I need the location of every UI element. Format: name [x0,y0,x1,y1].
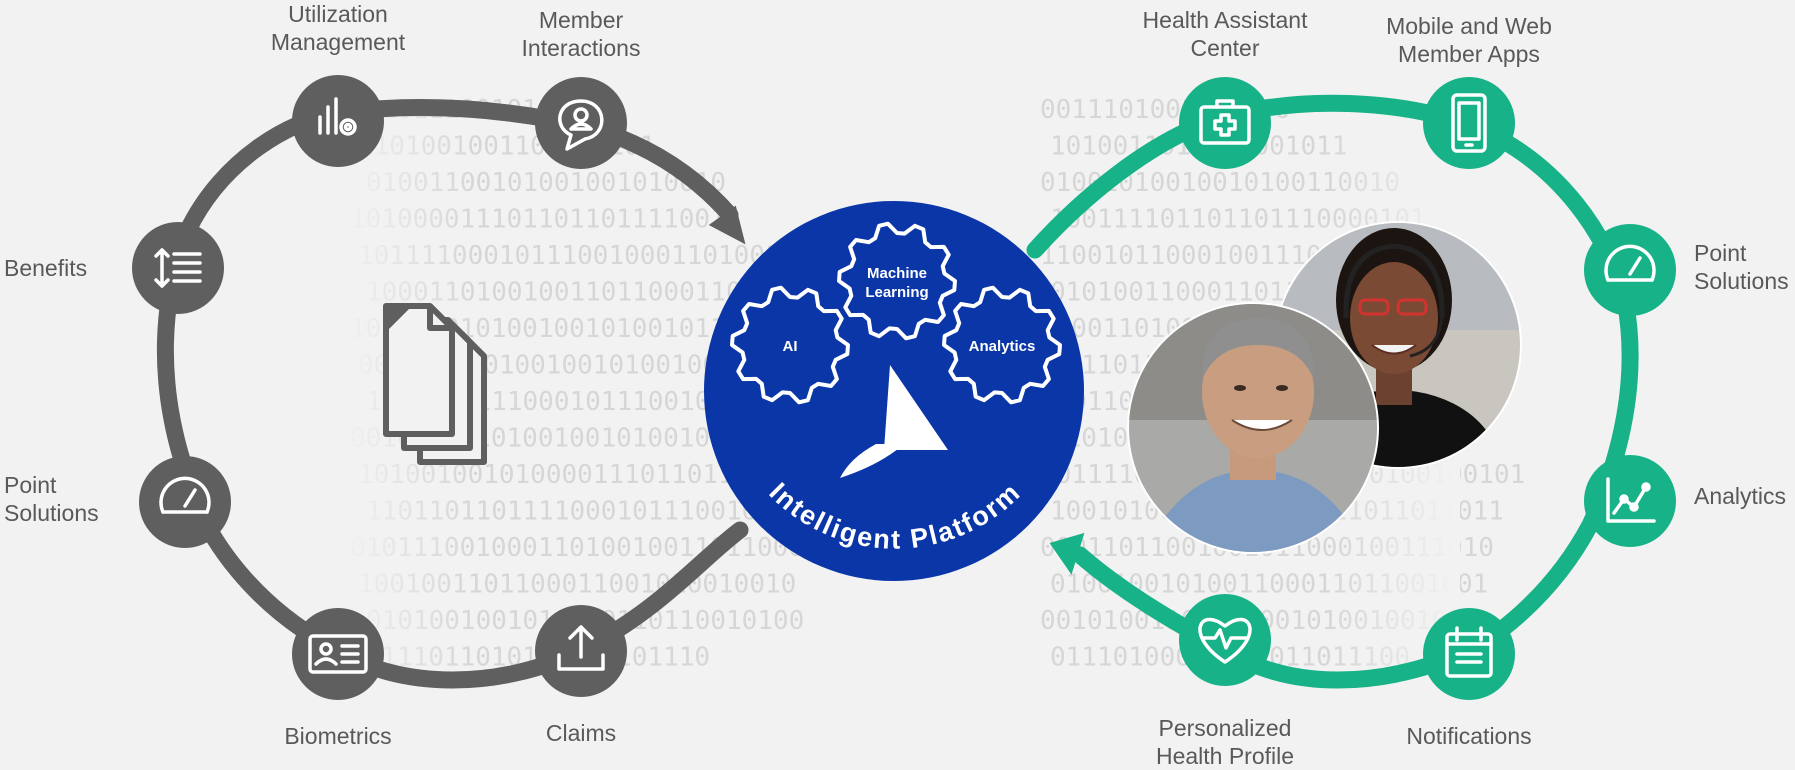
node-utilization [292,75,384,167]
label-benefits: Benefits [4,254,87,282]
gear-icon [730,285,850,405]
node-health-assistant [1179,77,1271,169]
label-line: Claims [545,720,617,746]
sort-list-icon [154,248,202,288]
label-notifications: Notifications [1406,722,1531,750]
label-line: Member [538,7,624,33]
label-line: Point [1694,240,1747,266]
member-photo [1127,302,1379,554]
documents-icon [383,303,487,465]
label-line: Biometrics [284,723,392,749]
label-line: Utilization [288,1,388,27]
speech-bubble-person-icon [558,99,604,151]
heart-pulse-icon [1198,617,1252,664]
label-line: Solutions [4,500,99,526]
label-utilization-management: Utilization Management [271,0,405,56]
label-health-assistant-center: Health Assistant Center [1143,6,1308,62]
label-line: Interactions [521,35,641,61]
gear-label: Machine [867,265,927,282]
left-arrow-head [708,205,746,245]
label-line: Health Assistant [1142,7,1308,33]
label-point-solutions-right: Point Solutions [1694,239,1789,295]
gear-icon [942,285,1062,405]
node-biometrics [292,608,384,700]
line-chart-icon [1606,477,1656,523]
label-line: Management [270,29,406,55]
smartphone-icon [1451,93,1487,153]
gauge-icon [1604,244,1656,282]
label-line: Solutions [1694,268,1789,294]
node-mobile-web [1423,77,1515,169]
gear-label: Analytics [969,338,1036,355]
label-line: Benefits [4,255,88,281]
gauge-icon [159,476,211,514]
upload-icon [557,625,605,671]
node-benefits [132,222,224,314]
label-line: Personalized [1158,715,1292,741]
gear-label: Learning [865,284,928,301]
label-line: Health Profile [1155,743,1295,769]
calendar-icon [1445,626,1493,678]
label-line: Analytics [1694,483,1787,509]
label-point-solutions-left: Point Solutions [4,471,99,527]
medical-kit-icon [1199,99,1251,145]
label-line: Point [4,472,57,498]
label-member-interactions: Member Interactions [522,6,641,62]
label-line: Notifications [1406,723,1532,749]
node-analytics [1584,455,1676,547]
label-claims: Claims [546,719,616,747]
label-personalized-health-profile: Personalized Health Profile [1156,714,1294,770]
label-line: Center [1190,35,1260,61]
id-card-icon [308,634,368,674]
label-line: Member Apps [1398,41,1540,67]
gear-icon [837,221,957,341]
nodes-group [132,75,1676,700]
node-point-solutions-right [1584,224,1676,316]
label-mobile-web: Mobile and Web Member Apps [1386,12,1552,68]
node-point-solutions-left [139,456,231,548]
label-analytics: Analytics [1694,482,1786,510]
label-line: Mobile and Web [1386,13,1552,39]
bar-chart-gear-icon [318,97,357,136]
label-biometrics: Biometrics [284,722,391,750]
right-arrow-head [1049,532,1085,575]
gear-label: AI [783,338,798,355]
triangle-logo-icon [840,365,948,478]
